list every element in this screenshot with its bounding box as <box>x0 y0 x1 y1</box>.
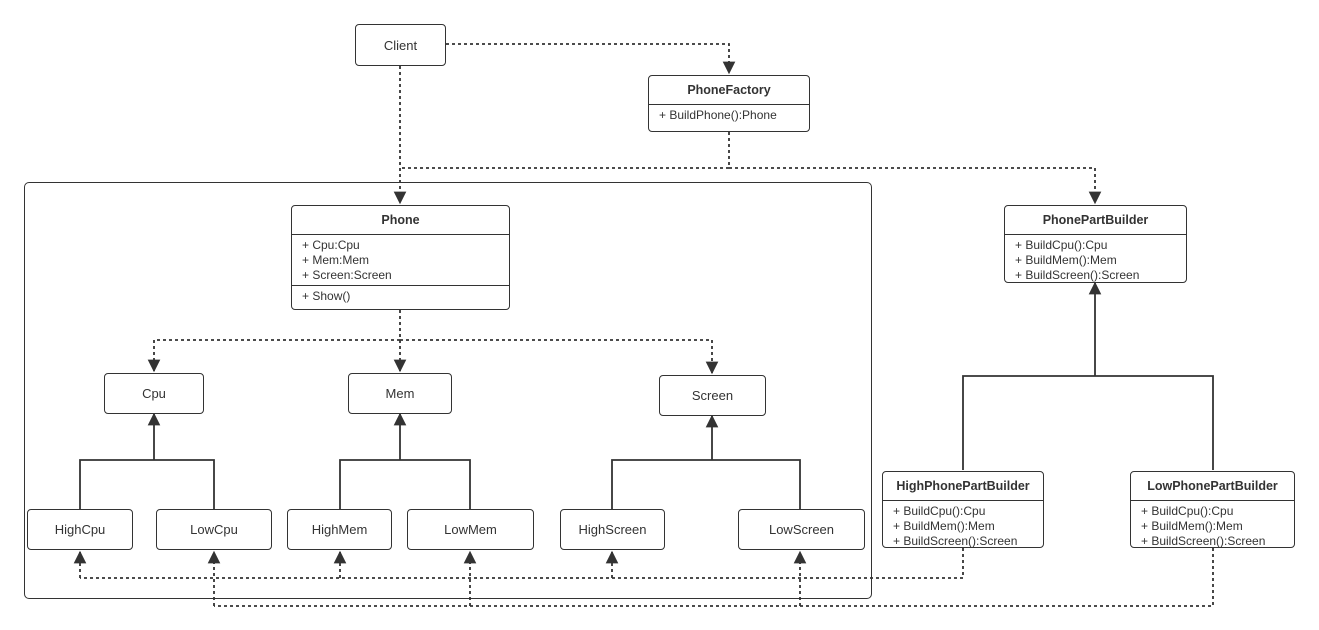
phone-factory-name: PhoneFactory <box>649 76 809 105</box>
high-screen-label: HighScreen <box>578 522 647 537</box>
phone-attributes: + Cpu:Cpu + Mem:Mem + Screen:Screen <box>292 235 509 285</box>
dependency-client-phonefactory <box>446 43 736 75</box>
low-phone-part-builder-class[interactable]: LowPhonePartBuilder + BuildCpu():Cpu + B… <box>1130 471 1295 548</box>
client-label: Client <box>383 37 418 53</box>
phone-methods: + Show() <box>292 285 509 306</box>
high-phone-part-builder-name: HighPhonePartBuilder <box>883 472 1043 501</box>
method-line: + BuildCpu():Cpu <box>893 504 986 518</box>
low-screen-box[interactable]: LowScreen <box>738 509 865 550</box>
dependency-lowbuilder-lowparts <box>214 548 1214 607</box>
dependency-highbuilder-highparts <box>80 548 964 579</box>
method-line: + BuildMem():Mem <box>1141 519 1243 533</box>
mem-label: Mem <box>385 386 415 401</box>
phone-part-builder-name: PhonePartBuilder <box>1005 206 1186 235</box>
attribute-line: + Cpu:Cpu <box>302 238 360 252</box>
high-screen-box[interactable]: HighScreen <box>560 509 665 550</box>
attribute-line: + Mem:Mem <box>302 253 370 267</box>
attribute-line: + Screen:Screen <box>302 268 392 282</box>
low-screen-label: LowScreen <box>768 522 835 537</box>
inheritance-phonepartbuilder <box>962 283 1214 470</box>
dependency-phonefactory-phonepartbuilder <box>729 167 1102 205</box>
high-mem-box[interactable]: HighMem <box>287 509 392 550</box>
cpu-box[interactable]: Cpu <box>104 373 204 414</box>
phone-class[interactable]: Phone + Cpu:Cpu + Mem:Mem + Screen:Scree… <box>291 205 510 310</box>
low-mem-label: LowMem <box>444 522 497 537</box>
high-phone-part-builder-methods: + BuildCpu():Cpu + BuildMem():Mem + Buil… <box>883 501 1043 551</box>
high-cpu-box[interactable]: HighCpu <box>27 509 133 550</box>
phone-part-builder-class[interactable]: PhonePartBuilder + BuildCpu():Cpu + Buil… <box>1004 205 1187 283</box>
method-line: + BuildScreen():Screen <box>1141 534 1266 548</box>
method-line: + BuildMem():Mem <box>893 519 995 533</box>
dependency-phonefactory-phone <box>400 132 730 169</box>
low-cpu-label: LowCpu <box>190 522 238 537</box>
dependency-phone-cpu <box>147 339 400 373</box>
phone-factory-methods: + BuildPhone():Phone <box>649 105 809 125</box>
phone-name: Phone <box>292 206 509 235</box>
cpu-label: Cpu <box>142 386 166 401</box>
phone-part-builder-methods: + BuildCpu():Cpu + BuildMem():Mem + Buil… <box>1005 235 1186 285</box>
method-line: + BuildCpu():Cpu <box>1015 238 1108 252</box>
client-box[interactable]: Client <box>355 24 446 66</box>
high-mem-label: HighMem <box>311 522 368 537</box>
mem-box[interactable]: Mem <box>348 373 452 414</box>
phone-package-frame <box>24 182 872 599</box>
method-line: + BuildPhone():Phone <box>659 108 777 122</box>
screen-label: Screen <box>691 388 734 403</box>
high-cpu-label: HighCpu <box>54 522 106 537</box>
method-line: + Show() <box>302 289 351 303</box>
low-cpu-box[interactable]: LowCpu <box>156 509 272 550</box>
high-phone-part-builder-class[interactable]: HighPhonePartBuilder + BuildCpu():Cpu + … <box>882 471 1044 548</box>
dependency-phone-screen <box>400 339 719 375</box>
inheritance-screen <box>611 416 801 509</box>
method-line: + BuildScreen():Screen <box>1015 268 1140 282</box>
low-phone-part-builder-name: LowPhonePartBuilder <box>1131 472 1294 501</box>
method-line: + BuildCpu():Cpu <box>1141 504 1234 518</box>
inheritance-mem <box>339 414 471 509</box>
inheritance-cpu <box>79 414 215 509</box>
screen-box[interactable]: Screen <box>659 375 766 416</box>
phone-factory-class[interactable]: PhoneFactory + BuildPhone():Phone <box>648 75 810 132</box>
low-mem-box[interactable]: LowMem <box>407 509 534 550</box>
method-line: + BuildMem():Mem <box>1015 253 1117 267</box>
low-phone-part-builder-methods: + BuildCpu():Cpu + BuildMem():Mem + Buil… <box>1131 501 1294 551</box>
method-line: + BuildScreen():Screen <box>893 534 1018 548</box>
